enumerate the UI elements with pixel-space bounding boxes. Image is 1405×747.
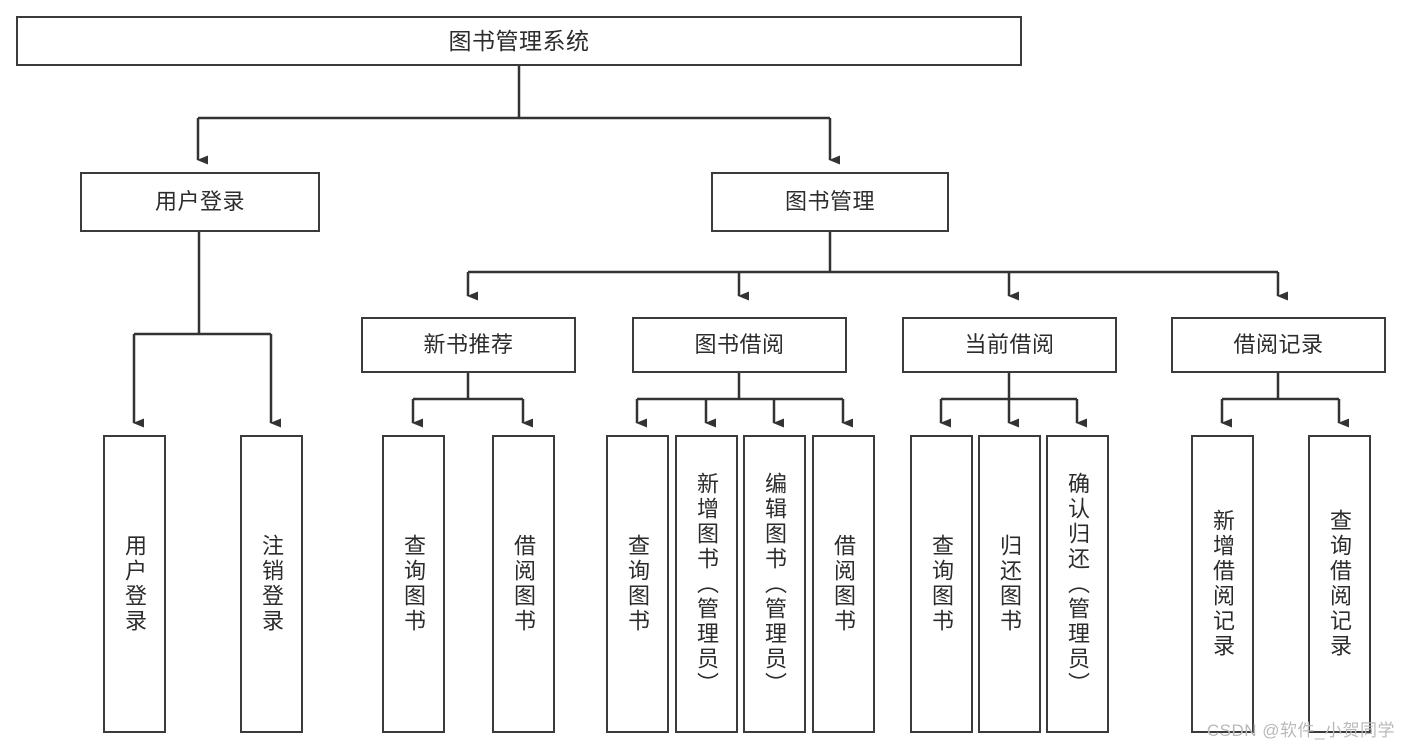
node-label: 新书推荐	[423, 332, 514, 358]
node-leaf-query-borrow-record[interactable]: 查询借阅记录	[1308, 435, 1371, 733]
watermark: CSDN @软件_小贺同学	[1206, 721, 1395, 740]
node-label: 新增图书（管理员）	[694, 471, 720, 697]
node-label: 当前借阅	[964, 332, 1055, 358]
node-leaf-user-login[interactable]: 用户登录	[103, 435, 166, 733]
node-leaf-query-book-recommend[interactable]: 查询图书	[382, 435, 445, 733]
node-label: 归还图书	[997, 534, 1023, 634]
node-label: 查询图书	[625, 534, 651, 634]
node-leaf-borrow-book-recommend[interactable]: 借阅图书	[492, 435, 555, 733]
node-root-system[interactable]: 图书管理系统	[16, 16, 1022, 66]
node-book-borrow[interactable]: 图书借阅	[632, 317, 847, 373]
node-leaf-logout[interactable]: 注销登录	[240, 435, 303, 733]
node-label: 图书借阅	[694, 332, 785, 358]
node-label: 查询借阅记录	[1327, 509, 1353, 659]
node-label: 查询图书	[929, 534, 955, 634]
node-leaf-query-book[interactable]: 查询图书	[606, 435, 669, 733]
node-borrow-records[interactable]: 借阅记录	[1171, 317, 1386, 373]
node-label: 图书管理系统	[448, 27, 590, 54]
node-label: 注销登录	[259, 534, 285, 634]
node-label: 用户登录	[122, 534, 148, 634]
node-label: 借阅图书	[511, 534, 537, 634]
node-leaf-confirm-return-admin[interactable]: 确认归还（管理员）	[1046, 435, 1109, 733]
node-label: 查询图书	[401, 534, 427, 634]
node-new-book-recommend[interactable]: 新书推荐	[361, 317, 576, 373]
node-current-borrow[interactable]: 当前借阅	[902, 317, 1117, 373]
node-leaf-query-book-current[interactable]: 查询图书	[910, 435, 973, 733]
node-label: 确认归还（管理员）	[1065, 471, 1091, 697]
node-leaf-edit-book-admin[interactable]: 编辑图书（管理员）	[743, 435, 806, 733]
node-label: 用户登录	[154, 189, 245, 215]
node-label: 借阅图书	[831, 534, 857, 634]
node-leaf-borrow-book[interactable]: 借阅图书	[812, 435, 875, 733]
node-label: 新增借阅记录	[1210, 509, 1236, 659]
node-book-management[interactable]: 图书管理	[711, 172, 949, 232]
node-label: 图书管理	[784, 189, 875, 215]
node-label: 借阅记录	[1233, 332, 1324, 358]
node-leaf-add-book-admin[interactable]: 新增图书（管理员）	[675, 435, 738, 733]
node-leaf-return-book[interactable]: 归还图书	[978, 435, 1041, 733]
node-label: 编辑图书（管理员）	[762, 471, 788, 697]
node-user-login[interactable]: 用户登录	[80, 172, 320, 232]
node-leaf-add-borrow-record[interactable]: 新增借阅记录	[1191, 435, 1254, 733]
